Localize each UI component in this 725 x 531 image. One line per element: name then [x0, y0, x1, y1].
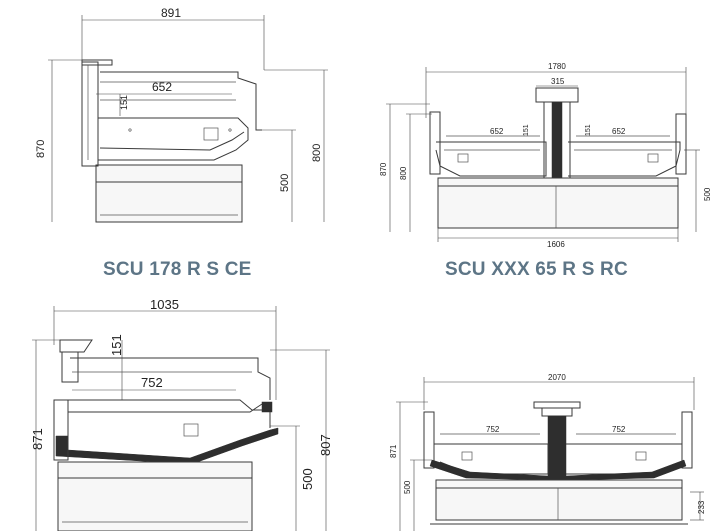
dim-inner-right: 652 [612, 127, 626, 136]
dim-width: 1780 [548, 62, 566, 71]
dim-small: 151 [119, 95, 129, 110]
caption-top-left: SCU 178 R S CE [103, 259, 252, 280]
dim-counter-height: 500 [279, 174, 291, 192]
dim-width: 2070 [548, 373, 566, 382]
dim-inner: 752 [141, 375, 163, 390]
dim-height: 870 [35, 140, 47, 158]
dim-total-height: 800 [399, 166, 408, 180]
dim-inner-left: 652 [490, 127, 504, 136]
dim-small-right: 151 [585, 124, 592, 136]
dim-top: 315 [551, 77, 565, 86]
dim-inner-left: 752 [486, 425, 500, 434]
drawing-top-left: 891 870 800 500 652 151 [35, 6, 328, 223]
drawing-bottom-left: 1035 871 807 500 151 752 [30, 297, 333, 531]
dim-height: 871 [30, 428, 45, 450]
dim-counter-height: 500 [403, 480, 412, 494]
dim-height: 870 [379, 162, 388, 176]
dim-total-height: 800 [311, 144, 323, 162]
dim-base-height: 233 [697, 500, 706, 514]
dim-small-left: 151 [523, 124, 530, 136]
dim-total-height: 807 [318, 434, 333, 456]
dim-base: 1606 [547, 240, 565, 249]
dim-counter-height: 500 [703, 187, 712, 201]
dim-small: 151 [109, 334, 124, 356]
dim-inner-right: 752 [612, 425, 626, 434]
dim-inner: 652 [152, 80, 172, 94]
drawing-top-right: 1780 315 870 800 500 652 652 151 151 [379, 62, 712, 249]
caption-top-right: SCU XXX 65 R S RC [445, 259, 628, 280]
dim-width: 1035 [150, 297, 179, 312]
dim-height: 871 [389, 444, 398, 458]
dim-width: 891 [161, 6, 181, 20]
drawing-bottom-right: 2070 871 500 233 752 752 [389, 373, 706, 531]
dim-counter-height: 500 [300, 468, 315, 490]
